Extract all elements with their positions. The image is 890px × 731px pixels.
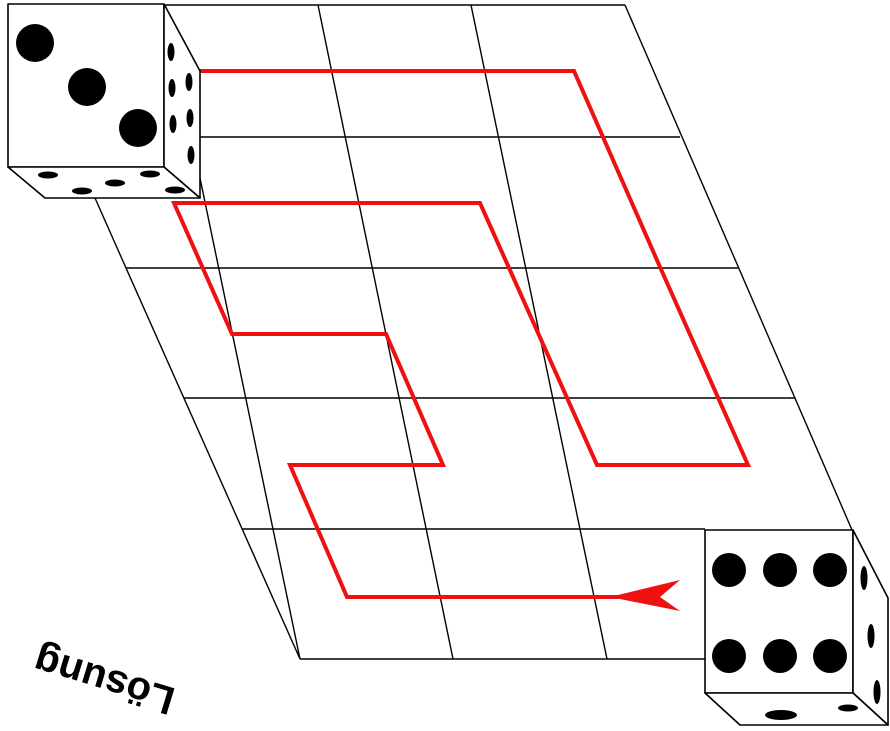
die-right-face [163,3,201,199]
pip [712,639,746,673]
grid-col-line [624,4,853,531]
pip [72,187,92,195]
pip [860,566,868,590]
solution-caption: Lösung [29,638,180,722]
pip [763,639,797,673]
pip [186,109,194,127]
die-bottom-face [704,692,889,726]
grid-edge-line [125,267,301,660]
pip [838,704,858,712]
pip [168,79,176,97]
pip [68,68,106,106]
solution-path [170,69,752,611]
grid-edge-line [94,197,127,269]
path-arrowhead [610,580,680,611]
pip [105,179,125,187]
pip [169,115,177,133]
pip [119,109,157,147]
pip [38,171,58,179]
pip [712,553,746,587]
pip [813,639,847,673]
start-die [7,3,201,199]
pip [873,680,881,704]
pip [867,624,875,648]
pip [140,170,160,178]
pip [187,146,195,164]
pip [165,186,185,194]
pip [16,24,54,62]
pip [813,553,847,587]
goal-die [704,529,889,726]
pip [765,710,797,720]
solution-path-line [170,69,752,599]
pip [185,73,193,91]
pip [763,553,797,587]
pip [167,43,175,61]
